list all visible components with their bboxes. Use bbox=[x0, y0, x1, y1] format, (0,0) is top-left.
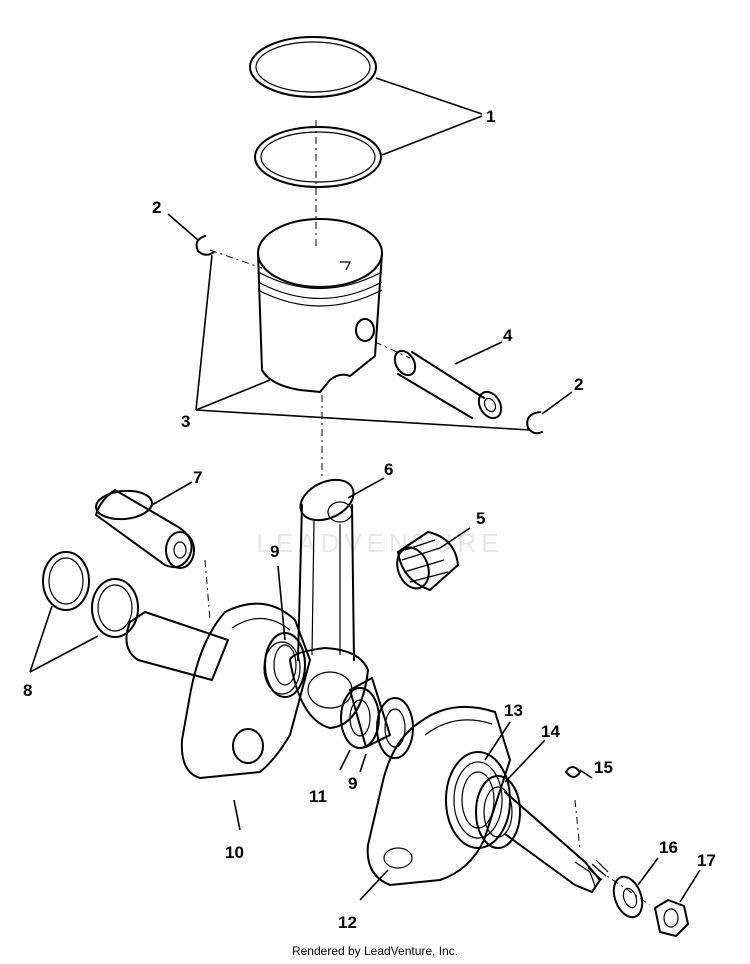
callout-14: 14 bbox=[541, 722, 560, 741]
crankshaft-half-right bbox=[366, 705, 511, 886]
callout-13: 13 bbox=[504, 701, 523, 720]
crank-roller-bearing-middle bbox=[340, 677, 391, 749]
callout-10: 10 bbox=[225, 843, 244, 862]
crankshaft-oil-seal bbox=[475, 775, 521, 849]
callout-11: 11 bbox=[309, 787, 327, 806]
callout-1: 1 bbox=[486, 107, 495, 126]
callout-3: 3 bbox=[181, 412, 190, 431]
callout-4: 4 bbox=[503, 326, 513, 345]
piston-pin bbox=[393, 349, 503, 420]
piston-pin-circlip-left bbox=[195, 235, 215, 256]
callout-2-circlip-left: 2 bbox=[152, 198, 161, 217]
callout-6: 6 bbox=[384, 460, 393, 479]
callout-15: 15 bbox=[594, 758, 613, 777]
callout-2-circlip-right: 2 bbox=[574, 375, 583, 394]
flywheel-nut bbox=[654, 899, 689, 937]
callout-labels: 1 2 2 3 4 5 6 7 8 9 9 10 11 12 13 14 15 … bbox=[23, 107, 716, 932]
callout-5: 5 bbox=[476, 509, 485, 528]
thrust-washer-left bbox=[42, 551, 90, 611]
callout-8: 8 bbox=[23, 681, 32, 700]
callout-17: 17 bbox=[697, 851, 716, 870]
callout-7: 7 bbox=[193, 468, 202, 487]
tapered-output-shaft bbox=[504, 791, 609, 893]
callout-16: 16 bbox=[659, 838, 678, 857]
crank-pin bbox=[95, 489, 195, 569]
piston-pin-circlip-right bbox=[526, 411, 543, 435]
callout-leader-lines bbox=[29, 77, 701, 903]
piston-ring-upper bbox=[249, 36, 377, 98]
small-end-needle-bearing bbox=[396, 531, 459, 591]
callout-9-lower: 9 bbox=[348, 774, 357, 793]
rendered-by-footer: Rendered by LeadVenture, Inc. bbox=[291, 944, 459, 958]
callout-9-upper: 9 bbox=[270, 542, 279, 561]
piston bbox=[257, 218, 383, 393]
thrust-washer-right bbox=[91, 578, 139, 638]
assembly-axis-lines bbox=[204, 120, 651, 906]
woodruff-key bbox=[565, 766, 581, 778]
flywheel-washer bbox=[612, 875, 644, 919]
callout-12: 12 bbox=[338, 913, 357, 932]
piston-ring-lower bbox=[254, 126, 382, 188]
leadventure-watermark: LEADVENTURE bbox=[256, 528, 504, 558]
crankshaft-half-left bbox=[125, 602, 311, 779]
